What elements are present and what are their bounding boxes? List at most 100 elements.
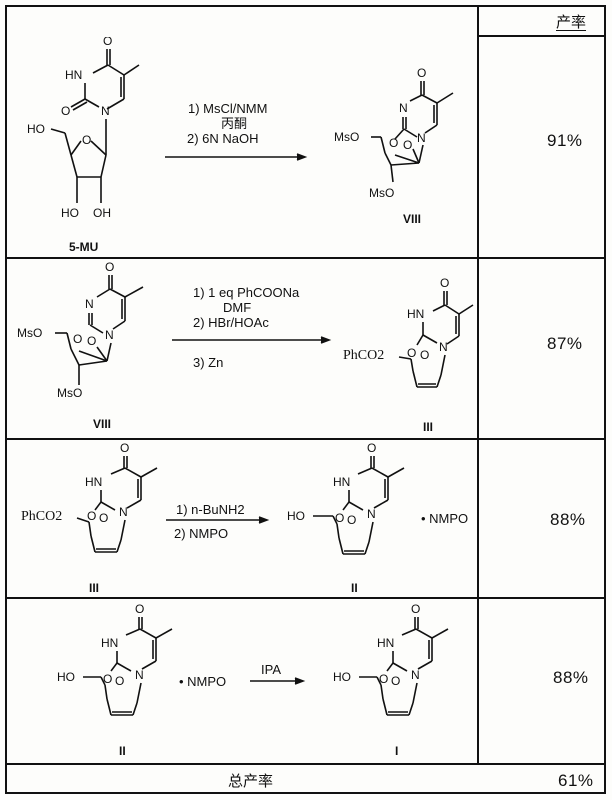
svg-text:MsO: MsO [17, 326, 42, 340]
svg-text:O: O [403, 138, 412, 152]
svg-text:O: O [417, 66, 426, 80]
svg-text:IPA: IPA [261, 662, 281, 677]
svg-text:HN: HN [85, 475, 102, 489]
svg-text:MsO: MsO [57, 386, 82, 400]
svg-text:N: N [85, 297, 94, 311]
compound-label-viii: VIII [403, 212, 421, 226]
svg-text:O: O [103, 37, 112, 48]
compound-label-viii-start: VIII [93, 417, 111, 431]
svg-text:1) MsCl/NMM: 1) MsCl/NMM [188, 101, 267, 116]
svg-text:O: O [367, 441, 376, 455]
svg-text:HN: HN [377, 636, 394, 650]
reaction-table [5, 5, 606, 794]
reaction-arrow-1: 1) MsCl/NMM 丙酮 2) 6N NaOH [165, 101, 308, 161]
structure-i: O HN N O O HO I [333, 602, 449, 758]
compound-label-iii: III [423, 420, 433, 434]
svg-text:DMF: DMF [223, 300, 251, 315]
svg-text:O: O [61, 104, 70, 118]
row-divider-2 [5, 438, 606, 440]
svg-text:O: O [335, 511, 344, 525]
svg-text:O: O [99, 511, 108, 525]
svg-text:N: N [417, 131, 426, 145]
total-yield-label: 总产率 [228, 773, 274, 790]
reaction-arrow-2: 1) 1 eq PhCOONa DMF 2) HBr/HOAc 3) Zn [172, 285, 332, 370]
svg-text:PhCO2: PhCO2 [21, 509, 62, 524]
svg-text:N: N [135, 668, 144, 682]
svg-text:O: O [411, 602, 420, 616]
svg-text:1) n-BuNH2: 1) n-BuNH2 [176, 502, 245, 517]
svg-text:PhCO2: PhCO2 [343, 348, 384, 363]
structure-ii-start: O HN N O O HO • NMPO II [57, 602, 226, 758]
reaction-arrow-4: IPA [250, 662, 306, 685]
yield-column-header: 产率 [556, 14, 587, 31]
svg-text:2) 6N NaOH: 2) 6N NaOH [187, 131, 259, 146]
structure-ii: O HN N O O HO • NMPO II [287, 441, 468, 595]
yield-step-3: 88% [550, 510, 586, 529]
svg-text:O: O [440, 276, 449, 290]
row-divider-4 [5, 763, 606, 765]
svg-text:O: O [87, 334, 96, 348]
yield-column-divider [477, 5, 479, 763]
svg-text:HN: HN [65, 68, 82, 82]
svg-text:HO: HO [333, 670, 351, 684]
svg-text:HN: HN [333, 475, 350, 489]
svg-text:N: N [411, 668, 420, 682]
reaction-step-1: O HN O N O HO HO OH 5-MU 1) MsCl/NMM [27, 37, 454, 254]
structure-iii-start: O HN N O O PhCO2 III [21, 441, 158, 595]
structure-viii: O N N O O MsO MsO VIII [334, 66, 454, 226]
svg-text:O: O [103, 672, 112, 686]
nmpo-salt-label-start: • NMPO [179, 674, 226, 689]
compound-label-ii: II [351, 581, 358, 595]
yield-step-4: 88% [553, 668, 589, 687]
svg-text:O: O [420, 348, 429, 362]
svg-text:N: N [101, 104, 110, 118]
svg-text:HN: HN [101, 636, 118, 650]
svg-text:O: O [73, 332, 82, 346]
compound-label-ii-start: II [119, 744, 126, 758]
svg-text:2) HBr/HOAc: 2) HBr/HOAc [193, 315, 269, 330]
svg-text:O: O [391, 674, 400, 688]
nmpo-salt-label: • NMPO [421, 511, 468, 526]
svg-text:OH: OH [93, 206, 111, 220]
svg-text:N: N [367, 507, 376, 521]
svg-text:N: N [439, 340, 448, 354]
svg-text:O: O [115, 674, 124, 688]
svg-text:O: O [120, 441, 129, 455]
yield-step-1: 91% [547, 131, 583, 150]
total-yield-value: 61% [558, 771, 594, 790]
svg-text:HN: HN [407, 307, 424, 321]
svg-text:3) Zn: 3) Zn [193, 355, 223, 370]
svg-text:MsO: MsO [369, 186, 394, 200]
svg-text:O: O [105, 260, 114, 274]
yield-step-2: 87% [547, 334, 583, 353]
row-divider-1 [5, 257, 606, 259]
compound-label-i: I [395, 744, 398, 758]
svg-text:1) 1 eq PhCOONa: 1) 1 eq PhCOONa [193, 285, 300, 300]
svg-text:HO: HO [57, 670, 75, 684]
svg-text:MsO: MsO [334, 130, 359, 144]
reaction-step-4: O HN N O O HO • NMPO II IPA O [57, 602, 449, 758]
svg-text:O: O [347, 513, 356, 527]
row-divider-3 [5, 597, 606, 599]
svg-text:O: O [87, 509, 96, 523]
svg-text:丙酮: 丙酮 [221, 116, 247, 131]
svg-text:N: N [105, 328, 114, 342]
structure-5-mu: O HN O N O HO HO OH 5-MU [27, 37, 140, 254]
svg-text:O: O [82, 133, 91, 147]
svg-text:HO: HO [287, 509, 305, 523]
svg-text:HO: HO [27, 122, 45, 136]
reaction-step-3: O HN N O O PhCO2 III 1) n-BuNH2 2) NMPO … [21, 441, 468, 595]
svg-text:2) NMPO: 2) NMPO [174, 526, 228, 541]
svg-text:N: N [399, 101, 408, 115]
svg-text:N: N [119, 505, 128, 519]
reaction-arrow-3: 1) n-BuNH2 2) NMPO [166, 502, 270, 541]
header-divider [477, 35, 606, 37]
reaction-step-2: O N N O O MsO MsO VIII 1) 1 eq PhCOONa D… [17, 260, 474, 434]
svg-text:O: O [389, 136, 398, 150]
svg-text:HO: HO [61, 206, 79, 220]
svg-text:O: O [407, 346, 416, 360]
svg-text:O: O [135, 602, 144, 616]
compound-label-iii-start: III [89, 581, 99, 595]
structure-viii-start: O N N O O MsO MsO VIII [17, 260, 144, 431]
svg-text:O: O [379, 672, 388, 686]
